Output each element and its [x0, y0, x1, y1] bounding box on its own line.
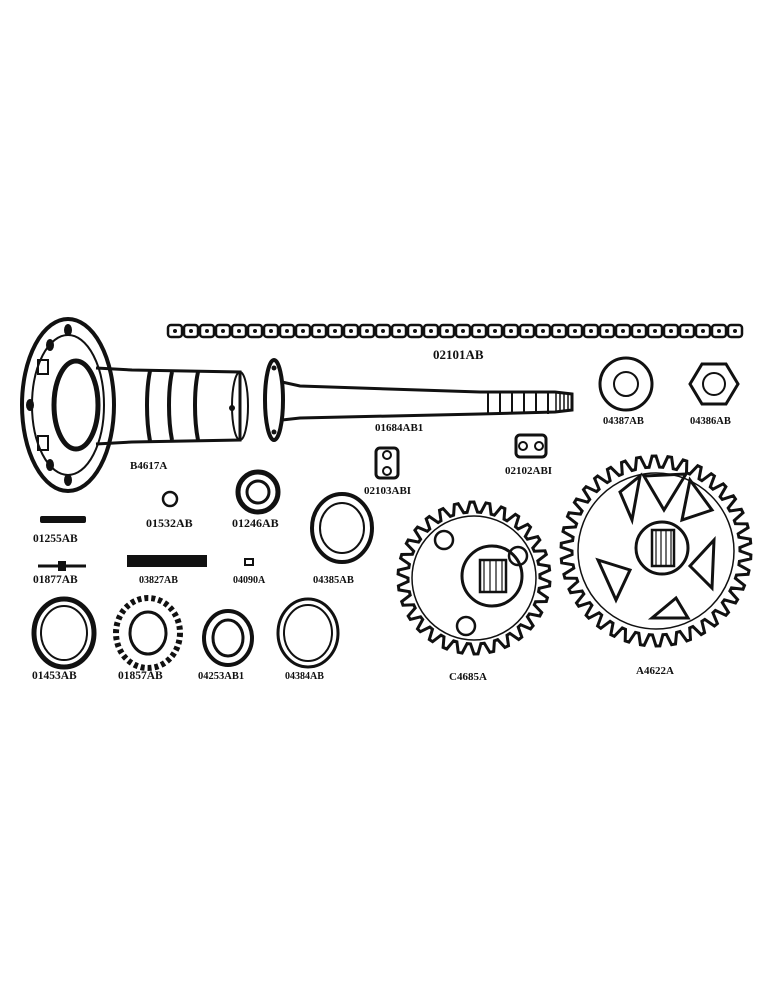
label-connector-link-left: 02103ABI: [364, 485, 411, 497]
small-part-drawing: [244, 558, 254, 566]
hub-drawing: [20, 317, 249, 493]
connector-link-left-drawing: [374, 446, 400, 480]
label-washer: 04387AB: [603, 416, 644, 427]
label-seal-retainer: 04385AB: [313, 575, 354, 586]
roller-bearing-drawing: [113, 595, 183, 671]
label-small-sprocket: C4685A: [449, 671, 487, 683]
label-nut: 04386AB: [690, 416, 731, 427]
label-connector-link-right: 02102ABI: [505, 465, 552, 477]
key-drawing: [127, 555, 207, 567]
label-roller-bearing: 01857AB: [118, 670, 163, 682]
label-small-part: 04090A: [233, 575, 266, 586]
label-seal-ring: 04384AB: [285, 671, 324, 682]
spring-drawing: [40, 516, 86, 523]
label-axle: 01684AB1: [375, 422, 423, 434]
label-large-sprocket: A4622A: [636, 665, 674, 677]
label-bearing-cone: 01246AB: [232, 516, 279, 530]
ring-drawing: [161, 490, 179, 508]
washer-drawing: [598, 356, 654, 412]
label-chain: 02101AB: [433, 347, 484, 362]
label-ring: 01532AB: [146, 516, 193, 530]
label-key: 03827AB: [139, 575, 178, 586]
bushing-drawing: [202, 609, 254, 667]
connector-link-right-drawing: [514, 433, 548, 459]
nut-drawing: [688, 362, 740, 406]
label-hub: B4617A: [130, 460, 167, 472]
pin-drawing: [38, 561, 86, 571]
label-spring: 01255AB: [33, 533, 78, 545]
axle-drawing: [263, 358, 574, 442]
large-sprocket-drawing: [559, 454, 753, 648]
label-pin: 01877AB: [33, 574, 78, 586]
roller-chain-drawing: [166, 323, 744, 339]
label-bushing: 04253AB1: [198, 671, 244, 682]
label-bearing-cup: 01453AB: [32, 670, 77, 682]
bearing-cone-drawing: [235, 469, 281, 515]
bearing-cup-drawing: [31, 596, 97, 670]
small-sprocket-drawing: [396, 500, 552, 656]
seal-retainer-drawing: [310, 492, 374, 564]
seal-ring-drawing: [276, 597, 340, 669]
